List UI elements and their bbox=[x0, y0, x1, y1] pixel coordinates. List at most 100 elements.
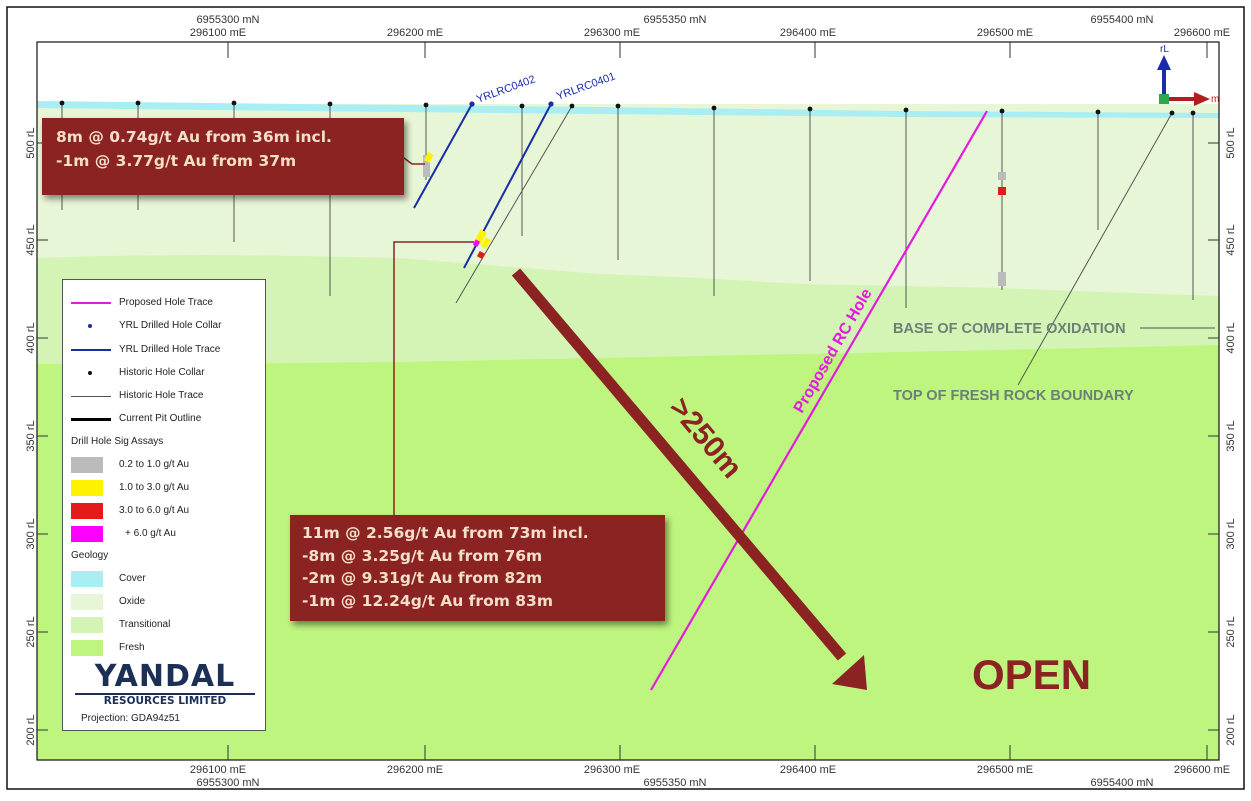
compass-up-head bbox=[1157, 55, 1171, 70]
historic-collar bbox=[807, 106, 813, 112]
yrl-collar-swatch bbox=[88, 324, 92, 328]
compass-origin bbox=[1159, 94, 1169, 104]
legend-item: Cover bbox=[63, 571, 263, 589]
rl-label: 500 rL bbox=[1225, 127, 1237, 158]
assay-interval bbox=[472, 239, 481, 248]
bottom-axis-labels: 296100 mE 296200 mE 296300 mE 296400 mE … bbox=[190, 764, 1230, 789]
compass-east-label: m bbox=[1211, 94, 1219, 105]
historic-collar bbox=[327, 101, 333, 107]
historic-collar bbox=[1190, 110, 1196, 116]
legend-item: Transitional bbox=[63, 617, 263, 635]
right-rl-labels: 500 rL 450 rL 400 rL 350 rL 300 rL 250 r… bbox=[1225, 127, 1237, 745]
top-axis-labels: 6955300 mN 6955350 mN 6955400 mN 296100 … bbox=[190, 14, 1230, 39]
bottom-easting-label: 296300 mE bbox=[584, 764, 640, 776]
oxide-swatch bbox=[71, 594, 103, 610]
assay-high-swatch bbox=[71, 503, 103, 519]
yrl-collar bbox=[469, 101, 475, 107]
rl-label: 250 rL bbox=[25, 616, 37, 647]
bottom-easting-label: 296500 mE bbox=[977, 764, 1033, 776]
rl-label: 400 rL bbox=[25, 322, 37, 353]
legend-item: 0.2 to 1.0 g/t Au bbox=[63, 457, 263, 475]
historic-collar bbox=[519, 103, 525, 109]
open-label: OPEN bbox=[972, 651, 1091, 698]
assay-interval bbox=[476, 250, 486, 260]
yrl-trace-swatch bbox=[71, 349, 111, 351]
historic-collar bbox=[231, 100, 237, 106]
company-logo: YANDAL RESOURCES LIMITED bbox=[71, 659, 259, 707]
rl-label: 350 rL bbox=[25, 420, 37, 451]
legend-item: Historic Hole Trace bbox=[63, 390, 263, 404]
callout-top-line: 8m @ 0.74g/t Au from 36m incl. bbox=[56, 128, 332, 146]
logo-main-text: YANDAL bbox=[94, 659, 236, 694]
rl-label: 200 rL bbox=[25, 714, 37, 745]
historic-collar bbox=[423, 102, 429, 108]
transitional-swatch bbox=[71, 617, 103, 633]
legend-label: Fresh bbox=[119, 642, 145, 653]
historic-collar bbox=[135, 100, 141, 106]
rl-label: 500 rL bbox=[25, 127, 37, 158]
bottom-northing-label: 6955300 mN bbox=[197, 777, 260, 789]
historic-collar-swatch bbox=[88, 371, 92, 375]
plot-frame bbox=[36, 41, 1220, 761]
rl-label: 300 rL bbox=[1225, 518, 1237, 549]
legend-label: 1.0 to 3.0 g/t Au bbox=[119, 482, 190, 493]
callout-top-line: -1m @ 3.77g/t Au from 37m bbox=[56, 152, 297, 170]
historic-angled-trace bbox=[1017, 112, 1173, 386]
projection-note: Projection: GDA94z51 bbox=[63, 713, 263, 727]
callout-bottom: 11m @ 2.56g/t Au from 73m incl. -8m @ 3.… bbox=[290, 515, 665, 621]
extension-arrow-shaft bbox=[511, 268, 847, 661]
pit-outline-swatch bbox=[71, 418, 111, 421]
legend-item: YRL Drilled Hole Trace bbox=[63, 344, 263, 358]
callout-bottom-line: -1m @ 12.24g/t Au from 83m bbox=[302, 591, 553, 610]
historic-collars bbox=[59, 100, 1196, 116]
top-easting-label: 296600 mE bbox=[1174, 27, 1230, 39]
top-easting-label: 296500 mE bbox=[977, 27, 1033, 39]
sky bbox=[37, 42, 1219, 104]
historic-collar bbox=[59, 100, 65, 106]
callout-bottom-line: -8m @ 3.25g/t Au from 76m bbox=[302, 546, 543, 565]
assay-mid-swatch bbox=[71, 480, 103, 496]
yrl-collars bbox=[469, 101, 554, 107]
historic-collar bbox=[903, 107, 909, 113]
logo-sub-text: RESOURCES LIMITED bbox=[103, 695, 227, 707]
assay-interval bbox=[998, 172, 1006, 180]
legend-item: + 6.0 g/t Au bbox=[63, 526, 263, 544]
historic-collar bbox=[711, 105, 717, 111]
compass-east-head bbox=[1194, 92, 1210, 106]
yrl-collar bbox=[548, 101, 554, 107]
legend-item: Proposed Hole Trace bbox=[63, 297, 263, 311]
legend-item: Fresh bbox=[63, 640, 263, 658]
yrl-assays bbox=[424, 152, 491, 260]
rl-label: 400 rL bbox=[1225, 322, 1237, 353]
yrl-hole-trace-yrlrc0402 bbox=[413, 103, 473, 209]
legend-heading: Drill Hole Sig Assays bbox=[63, 436, 263, 450]
legend-item: 3.0 to 6.0 g/t Au bbox=[63, 503, 263, 521]
tofr-label: TOP OF FRESH ROCK BOUNDARY bbox=[893, 388, 1134, 404]
top-northing-label: 6955400 mN bbox=[1091, 14, 1154, 26]
legend-label: Current Pit Outline bbox=[119, 413, 202, 424]
historic-collar bbox=[999, 108, 1005, 114]
legend-item: 1.0 to 3.0 g/t Au bbox=[63, 480, 263, 498]
legend-item: Current Pit Outline bbox=[63, 413, 263, 427]
bottom-easting-label: 296600 mE bbox=[1174, 764, 1230, 776]
rl-label: 250 rL bbox=[1225, 616, 1237, 647]
legend-label: Historic Hole Collar bbox=[119, 367, 205, 378]
legend-label: YRL Drilled Hole Trace bbox=[119, 344, 221, 355]
historic-collar bbox=[1095, 109, 1101, 115]
proposed-hole-trace bbox=[650, 110, 988, 691]
historic-collar bbox=[1169, 110, 1175, 116]
legend-heading: Geology bbox=[63, 550, 263, 564]
compass: rL m bbox=[1157, 44, 1219, 106]
bottom-easting-label: 296200 mE bbox=[387, 764, 443, 776]
assay-interval bbox=[998, 187, 1006, 195]
legend-label: 3.0 to 6.0 g/t Au bbox=[119, 505, 190, 516]
assay-interval bbox=[998, 272, 1006, 286]
legend-label: 0.2 to 1.0 g/t Au bbox=[119, 459, 190, 470]
left-rl-labels: 500 rL 450 rL 400 rL 350 rL 300 rL 250 r… bbox=[25, 127, 37, 745]
proposed-trace-swatch bbox=[71, 302, 111, 304]
callout-bottom-line: -2m @ 9.31g/t Au from 82m bbox=[302, 569, 543, 587]
rl-label: 450 rL bbox=[1225, 224, 1237, 255]
top-easting-label: 296100 mE bbox=[190, 27, 246, 39]
rl-label: 350 rL bbox=[1225, 420, 1237, 451]
